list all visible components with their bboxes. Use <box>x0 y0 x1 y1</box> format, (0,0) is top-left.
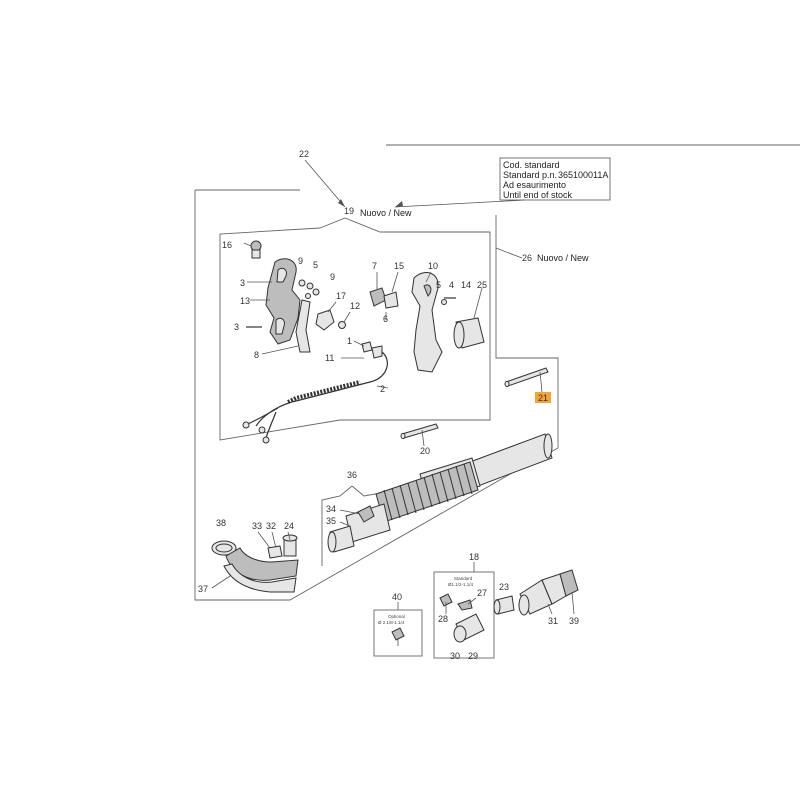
callout-11: 11 <box>325 353 334 363</box>
callout-13: 13 <box>240 296 250 306</box>
callout-39: 39 <box>569 616 579 626</box>
highlight-badge-21 <box>535 392 551 403</box>
callout-17: 17 <box>336 291 346 301</box>
callout-3b: 3 <box>234 322 239 332</box>
blower-tube <box>327 433 553 553</box>
callout-2: 2 <box>380 384 385 394</box>
inset-40-text-b: Ø 2.1/8-1.1/4 <box>378 620 405 625</box>
callout-1: 1 <box>347 336 352 346</box>
info-code: 365100011A <box>558 170 608 180</box>
callout-14: 14 <box>461 280 471 290</box>
callout-36: 36 <box>347 470 357 480</box>
callout-27: 27 <box>477 588 487 598</box>
callout-33: 33 <box>252 521 262 531</box>
callout-20: 20 <box>420 446 430 456</box>
inset-18-text-b: Ø1.1/2-1.1/4 <box>448 582 474 587</box>
callout-23: 23 <box>499 582 509 592</box>
callout-31: 31 <box>548 616 558 626</box>
info-line-3: Ad esaurimento <box>503 180 566 190</box>
callout-40: 40 <box>392 592 402 602</box>
callout-35: 35 <box>326 516 336 526</box>
kit-40-inset: Optional Ø 2.1/8-1.1/4 <box>373 602 423 657</box>
callout-25: 25 <box>477 280 487 290</box>
inset-40-text-a: Optional <box>388 614 405 619</box>
handle-assembly-frame <box>219 217 491 441</box>
callout-12: 12 <box>350 301 360 311</box>
callout-32: 32 <box>266 521 276 531</box>
nuovo-new-label-19: Nuovo / New <box>360 208 412 218</box>
part-23 <box>493 595 515 615</box>
callout-18: 18 <box>469 552 479 562</box>
callout-19: 19 <box>344 206 354 216</box>
callout-4: 4 <box>449 280 454 290</box>
callout-24: 24 <box>284 521 294 531</box>
callout-29: 29 <box>468 651 478 661</box>
callout-9b: 9 <box>330 272 335 282</box>
callout-28: 28 <box>438 614 448 624</box>
callout-10: 10 <box>428 261 438 271</box>
callout-15: 15 <box>394 261 404 271</box>
info-box: Cod. standard Standard p.n. 365100011A A… <box>499 157 611 201</box>
callout-5b: 5 <box>436 280 441 290</box>
leader-lines-top <box>304 159 526 208</box>
callout-5a: 5 <box>313 260 318 270</box>
main-assembly-frame <box>194 189 559 601</box>
pin-20: 20 <box>400 423 439 456</box>
callout-37: 37 <box>198 584 208 594</box>
callout-38: 38 <box>216 518 226 528</box>
info-line-1: Cod. standard <box>503 160 560 170</box>
inset-18-text-a: Standard <box>454 576 473 581</box>
callout-8: 8 <box>254 350 259 360</box>
callout-7: 7 <box>372 261 377 271</box>
elbow-assembly <box>211 531 299 593</box>
callout-26-group: 26 Nuovo / New <box>495 247 589 263</box>
callout-6: 6 <box>383 314 388 324</box>
callout-21: 21 <box>538 393 548 403</box>
pin-21: 21 <box>504 367 551 403</box>
kit-18-inset: Standard Ø1.1/2-1.1/4 <box>433 562 495 659</box>
nozzle-31-39 <box>518 569 579 616</box>
info-line-4: Until end of stock <box>503 190 573 200</box>
info-line-2: Standard p.n. <box>503 170 557 180</box>
callout-9a: 9 <box>298 256 303 266</box>
callout-3a: 3 <box>240 278 245 288</box>
callout-22: 22 <box>299 149 309 159</box>
callout-34: 34 <box>326 504 336 514</box>
nuovo-new-label-26: Nuovo / New <box>537 253 589 263</box>
callout-30: 30 <box>450 651 460 661</box>
callout-26: 26 <box>522 253 532 263</box>
callout-16: 16 <box>222 240 232 250</box>
handle-assembly <box>242 240 485 444</box>
